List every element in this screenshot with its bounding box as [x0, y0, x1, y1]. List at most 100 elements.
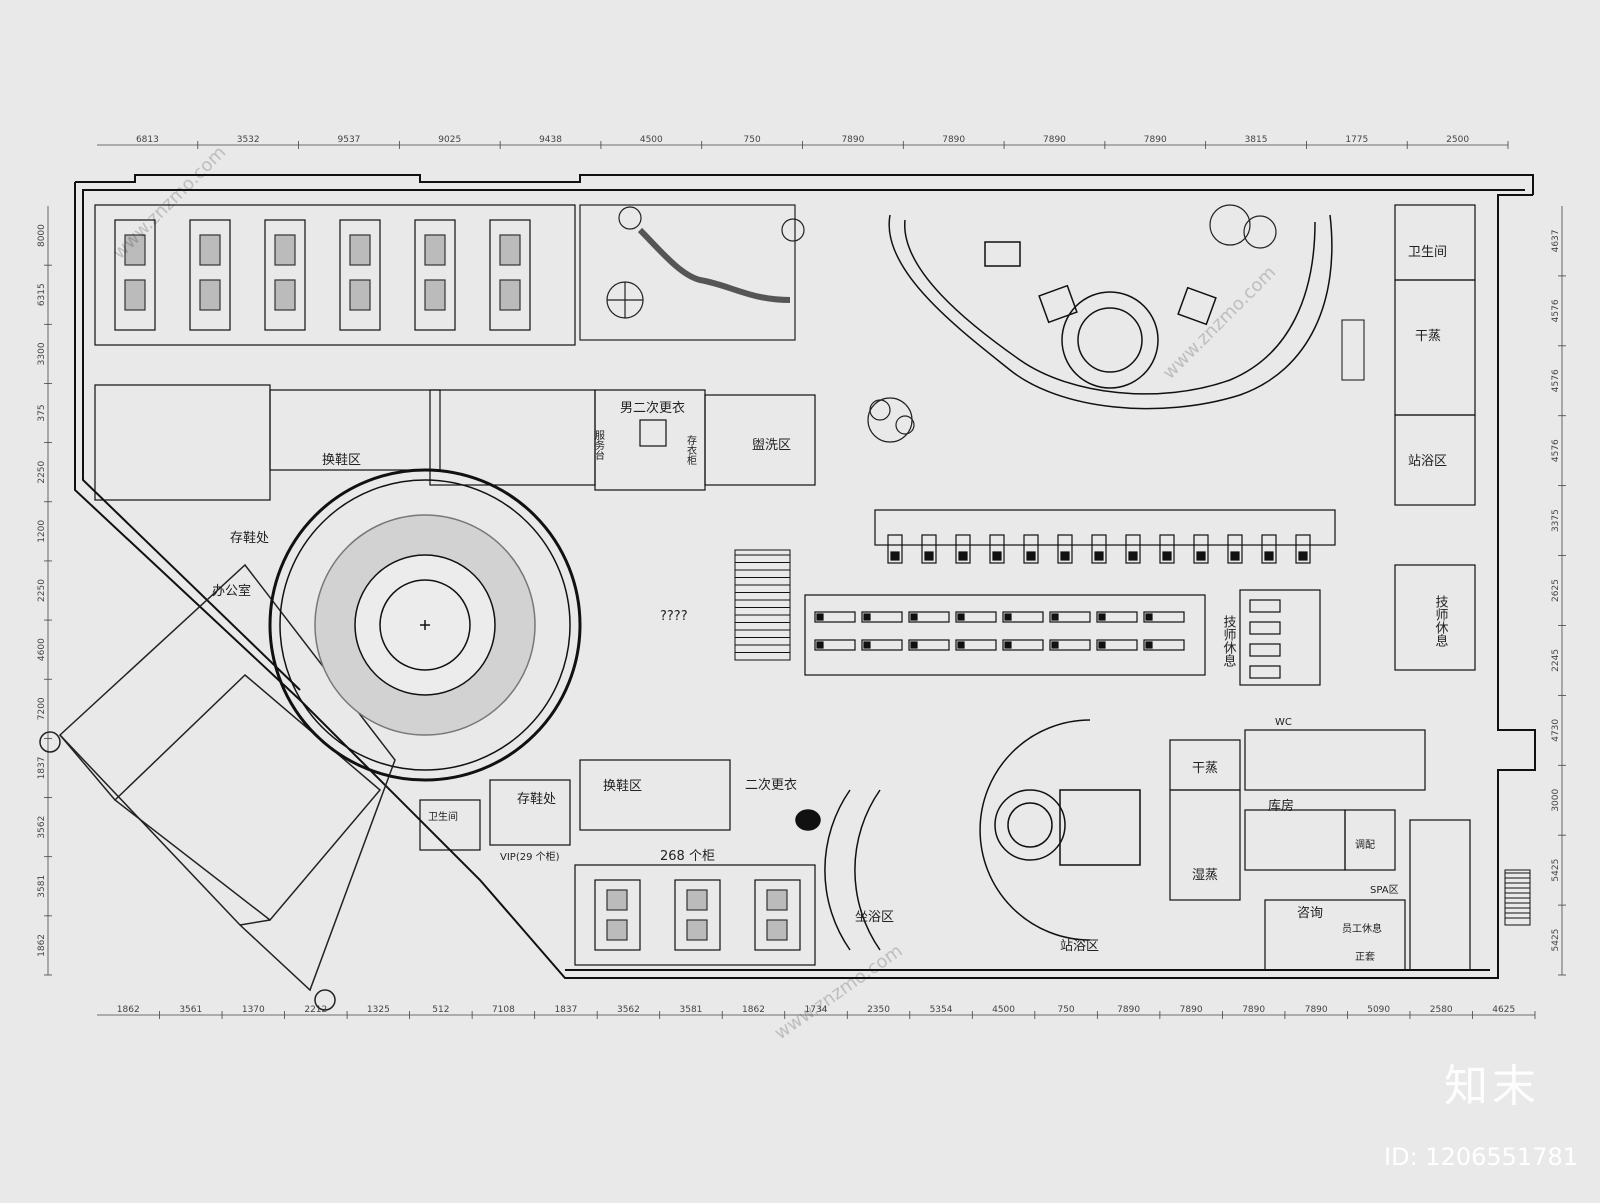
locker-unit [607, 890, 627, 910]
pool-area [889, 215, 1332, 409]
dimension-label: 4625 [1492, 1005, 1515, 1015]
dimension-label: 4576 [1551, 369, 1561, 392]
dimension-label: 2250 [37, 579, 47, 602]
label-dry-sauna: 干蒸 [1192, 761, 1218, 776]
label-tech-rest-2: 技师休息 [1433, 595, 1449, 647]
locker-unit [350, 280, 370, 310]
dimension-label: 2245 [1551, 649, 1561, 672]
dimension-label: 7890 [1144, 135, 1167, 145]
label-office: 办公室 [212, 583, 251, 599]
dimension-label: 8000 [37, 224, 47, 247]
dimension-label: 3000 [1551, 789, 1561, 812]
label-shoe-change: 换鞋区 [322, 452, 361, 468]
dimension-label: 5425 [1551, 859, 1561, 882]
dimension-label: 1862 [37, 934, 47, 957]
bed-pillow [1163, 552, 1171, 560]
dimension-label: 7890 [1242, 1005, 1265, 1015]
dimension-label: 750 [1057, 1005, 1074, 1015]
bed-pillow [1005, 614, 1011, 620]
label-wc: WC [1275, 717, 1292, 728]
locker-unit [767, 890, 787, 910]
label-storage: 库房 [1268, 798, 1294, 814]
locker-unit [767, 920, 787, 940]
dimension-label: 7890 [841, 135, 864, 145]
bed-pillow [1129, 552, 1137, 560]
label-wet-sauna: 湿蒸 [1192, 868, 1218, 883]
dimension-label: 4500 [640, 135, 663, 145]
bed-pillow [1146, 642, 1152, 648]
bed-pillow [925, 552, 933, 560]
massage-area [805, 510, 1335, 685]
label-unknown: ???? [660, 609, 688, 624]
label-control: 调配 [1355, 839, 1375, 851]
locker-unit [500, 235, 520, 265]
label-shower-top: 站浴区 [1408, 454, 1447, 469]
locker-unit [687, 890, 707, 910]
locker-unit [607, 920, 627, 940]
bed-pillow [1052, 614, 1058, 620]
dimension-label: 2250 [37, 460, 47, 483]
bed-pillow [911, 642, 917, 648]
dimension-label: 1370 [242, 1005, 265, 1015]
bed-pillow [1061, 552, 1069, 560]
central-bath [796, 720, 1140, 950]
locker-unit [350, 235, 370, 265]
bed-pillow [1052, 642, 1058, 648]
dimension-label: 7200 [37, 697, 47, 720]
label-second-change: 二次更衣 [745, 777, 797, 793]
dimension-label: 3581 [680, 1005, 703, 1015]
dimension-label: 5354 [930, 1005, 953, 1015]
bed-pillow [891, 552, 899, 560]
bed-pillow [1027, 552, 1035, 560]
label-toilet-left: 卫生间 [428, 810, 458, 823]
dimension-label: 3561 [179, 1005, 202, 1015]
round-hall [270, 470, 580, 780]
locker-unit [425, 235, 445, 265]
dimension-label: 7890 [1043, 135, 1066, 145]
dimension-label: 1862 [742, 1005, 765, 1015]
dimension-label: 3532 [237, 135, 260, 145]
dimension-label: 750 [744, 135, 761, 145]
label-desk: 服务台 [593, 430, 605, 461]
locker-unit [275, 280, 295, 310]
dimension-label: 3815 [1245, 135, 1268, 145]
bed-pillow [911, 614, 917, 620]
dimension-label: 3562 [617, 1005, 640, 1015]
bed-pillow [1099, 614, 1105, 620]
dimension-label: 512 [432, 1005, 449, 1015]
bed-pillow [1146, 614, 1152, 620]
dimension-label: 9438 [539, 135, 562, 145]
label-consult: 咨询 [1297, 906, 1323, 921]
bed-pillow [993, 552, 1001, 560]
dimension-label: 2625 [1551, 579, 1561, 602]
dimension-label: 7890 [942, 135, 965, 145]
dimension-label: 4576 [1551, 299, 1561, 322]
label-shower-bottom: 站浴区 [1060, 939, 1099, 954]
label-vip-lockers: VIP(29 个柜) [500, 850, 560, 863]
bed-pillow [864, 614, 870, 620]
dimension-label: 3562 [37, 816, 47, 839]
dimension-label: 5425 [1551, 929, 1561, 952]
bed-pillow [1005, 642, 1011, 648]
dimension-label: 6315 [37, 283, 47, 306]
label-tech-rest-1: 技师休息 [1221, 615, 1237, 667]
locker-unit [425, 280, 445, 310]
bed-pillow [864, 642, 870, 648]
dimension-right: 4637457645764576337526252245473030005425… [1551, 206, 1566, 975]
locker-unit [687, 920, 707, 940]
label-lockers-mid: 存衣柜 [685, 434, 697, 466]
dimension-label: 1837 [37, 757, 47, 780]
bed-pillow [1265, 552, 1273, 560]
bed-pillow [817, 614, 823, 620]
dimension-label: 4730 [1551, 719, 1561, 742]
bed-pillow [1299, 552, 1307, 560]
label-lockers: 268 个柜 [660, 849, 715, 864]
locker-unit [275, 235, 295, 265]
bed-pair [1250, 666, 1280, 678]
dimension-label: 2500 [1446, 135, 1469, 145]
dimension-label: 5090 [1367, 1005, 1390, 1015]
locker-room-top [95, 205, 575, 345]
watermark-text-2: www.znzmo.com [1159, 262, 1281, 384]
dimension-label: 7890 [1305, 1005, 1328, 1015]
